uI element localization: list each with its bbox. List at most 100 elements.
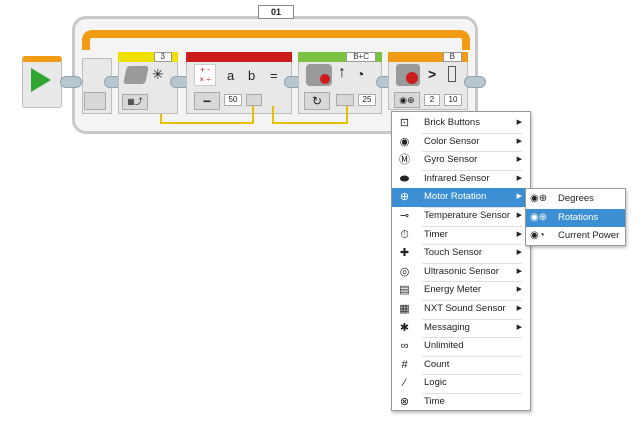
color-sensor-icon: ◉ bbox=[399, 135, 410, 148]
menu-divider bbox=[422, 244, 522, 246]
motor-rotation-icon: ⊕ bbox=[399, 191, 410, 204]
math-input-a[interactable]: 50 bbox=[224, 94, 242, 106]
menu-item-label: Unlimited bbox=[424, 340, 464, 352]
compare-type-input[interactable]: 2 bbox=[424, 94, 440, 106]
direction-arrow-icon: ↑ bbox=[338, 64, 346, 81]
menu-item-nxt-sound-sensor[interactable]: ▦NXT Sound Sensor▶ bbox=[392, 300, 530, 319]
sound-block-header: 3 bbox=[118, 52, 178, 62]
menu-item-label: Brick Buttons bbox=[424, 117, 480, 128]
menu-item-unlimited[interactable]: ∞ Unlimited bbox=[392, 337, 530, 356]
submenu-arrow-icon: ▶ bbox=[516, 137, 522, 145]
menu-item-label: Temperature Sensor bbox=[424, 210, 511, 221]
power-input[interactable]: 25 bbox=[358, 94, 376, 106]
steering-mode-selector[interactable]: ↻ bbox=[304, 92, 330, 110]
temperature-sensor-icon: ⊸ bbox=[399, 210, 410, 222]
math-input-b[interactable] bbox=[246, 94, 262, 106]
menu-item-count[interactable]: #Count bbox=[392, 356, 530, 375]
menu-item-label: Infrared Sensor bbox=[424, 172, 490, 184]
menu-divider bbox=[422, 393, 522, 394]
bluetooth-icon: ✱ bbox=[399, 321, 410, 334]
data-wire bbox=[346, 106, 348, 124]
speedometer-icon: ◔ bbox=[356, 66, 365, 82]
menu-divider bbox=[422, 337, 522, 339]
steering-block-header: B+C bbox=[298, 52, 382, 62]
menu-divider bbox=[422, 374, 522, 376]
menu-divider bbox=[422, 132, 522, 134]
menu-item-label: Motor Rotation bbox=[424, 191, 487, 203]
menu-item-label: Time bbox=[424, 396, 445, 407]
sequence-plug bbox=[464, 76, 486, 88]
menu-item-touch-sensor[interactable]: ✚ Touch Sensor ▶ bbox=[392, 244, 530, 263]
timer-icon: ⏱ bbox=[400, 228, 409, 241]
menu-divider bbox=[422, 300, 522, 301]
wait-mode-selector[interactable]: ◉⊕ bbox=[394, 92, 420, 108]
time-icon: ⊗ bbox=[399, 396, 410, 408]
nxt-sound-sensor-icon: ▦ bbox=[399, 303, 410, 315]
menu-item-infrared-sensor[interactable]: ⬬Infrared Sensor▶ bbox=[392, 170, 530, 189]
motor-rotation-submenu: ◉⊕ Degrees ◉⊕Rotations◉◔Current Power bbox=[525, 188, 626, 246]
menu-item-brick-buttons[interactable]: ⊡Brick Buttons▶ bbox=[392, 114, 530, 133]
menu-item-label: Ultrasonic Sensor bbox=[424, 265, 499, 277]
math-block-header bbox=[186, 52, 292, 62]
menu-divider bbox=[422, 225, 522, 227]
brick-buttons-icon: ⊡ bbox=[399, 117, 410, 129]
submenu-arrow-icon: ▶ bbox=[516, 156, 522, 164]
equals-label: = bbox=[270, 68, 278, 83]
input-b-label: b bbox=[248, 68, 256, 83]
menu-divider bbox=[422, 262, 522, 264]
menu-item-motor-rotation[interactable]: ⊕ Motor Rotation ▶ bbox=[392, 188, 530, 207]
threshold-icon bbox=[448, 66, 456, 82]
sequence-plug bbox=[60, 76, 82, 88]
degrees-icon: ◉⊕ bbox=[530, 193, 548, 204]
port-label[interactable]: B+C bbox=[346, 52, 376, 62]
current-power-icon: ◉◔ bbox=[530, 230, 545, 242]
threshold-input[interactable]: 10 bbox=[444, 94, 462, 106]
submenu-item-current-power[interactable]: ◉◔Current Power bbox=[526, 227, 625, 245]
menu-item-temperature-sensor[interactable]: ⊸ Temperature Sensor ▶ bbox=[392, 207, 530, 226]
menu-item-ultrasonic-sensor[interactable]: ◎ Ultrasonic Sensor ▶ bbox=[392, 263, 530, 282]
submenu-arrow-icon: ▶ bbox=[516, 212, 522, 219]
data-wire bbox=[272, 122, 346, 124]
gyro-sensor-icon: Ⓜ bbox=[399, 154, 410, 167]
touch-sensor-icon: ✚ bbox=[399, 247, 410, 260]
submenu-item-rotations[interactable]: ◉⊕Rotations bbox=[526, 208, 625, 227]
menu-item-label: Count bbox=[424, 358, 450, 370]
steering-input[interactable] bbox=[336, 94, 354, 106]
menu-item-label: Touch Sensor bbox=[424, 247, 483, 259]
steering-motor-icon bbox=[306, 64, 332, 86]
compare-operator: > bbox=[428, 66, 437, 82]
port-label[interactable]: B bbox=[442, 52, 462, 62]
input-a-label: a bbox=[227, 68, 235, 83]
data-wire bbox=[160, 122, 252, 124]
menu-item-timer[interactable]: ⏱Timer▶ bbox=[392, 226, 530, 245]
loop-label[interactable]: 01 bbox=[258, 5, 294, 19]
menu-item-energy-meter[interactable]: ▤Energy Meter▶ bbox=[392, 281, 530, 300]
math-mode-selector[interactable]: − bbox=[194, 92, 220, 110]
menu-divider bbox=[422, 151, 522, 153]
data-wire bbox=[252, 106, 254, 124]
submenu-arrow-icon: ▶ bbox=[516, 267, 522, 275]
menu-item-color-sensor[interactable]: ◉Color Sensor▶ bbox=[392, 133, 530, 152]
menu-divider bbox=[422, 207, 522, 208]
submenu-item-degrees[interactable]: ◉⊕ Degrees bbox=[526, 190, 625, 208]
submenu-arrow-icon: ▶ bbox=[516, 249, 522, 257]
submenu-arrow-icon: ▶ bbox=[516, 193, 522, 201]
rotations-icon: ◉⊕ bbox=[530, 211, 548, 223]
math-operators-icon: + -× ÷ bbox=[194, 64, 216, 86]
infinity-icon: ∞ bbox=[400, 340, 409, 353]
port-label[interactable]: 3 bbox=[153, 52, 172, 62]
menu-item-label: Logic bbox=[424, 377, 447, 389]
menu-item-time[interactable]: ⊗ Time bbox=[392, 393, 530, 412]
ultrasonic-sensor-icon: ◎ bbox=[399, 265, 410, 278]
submenu-item-label: Degrees bbox=[558, 193, 594, 204]
menu-item-label: Timer bbox=[424, 228, 448, 240]
wait-motor-icon bbox=[396, 64, 420, 86]
submenu-arrow-icon: ▶ bbox=[516, 323, 522, 331]
start-play-icon[interactable] bbox=[31, 68, 51, 92]
menu-item-logic[interactable]: ⁄Logic bbox=[392, 374, 530, 393]
mode-selector-icon[interactable]: ▦⤴ bbox=[122, 94, 148, 110]
menu-item-label: Messaging bbox=[424, 321, 470, 333]
data-wire bbox=[272, 106, 274, 124]
menu-item-messaging[interactable]: ✱ Messaging ▶ bbox=[392, 319, 530, 338]
